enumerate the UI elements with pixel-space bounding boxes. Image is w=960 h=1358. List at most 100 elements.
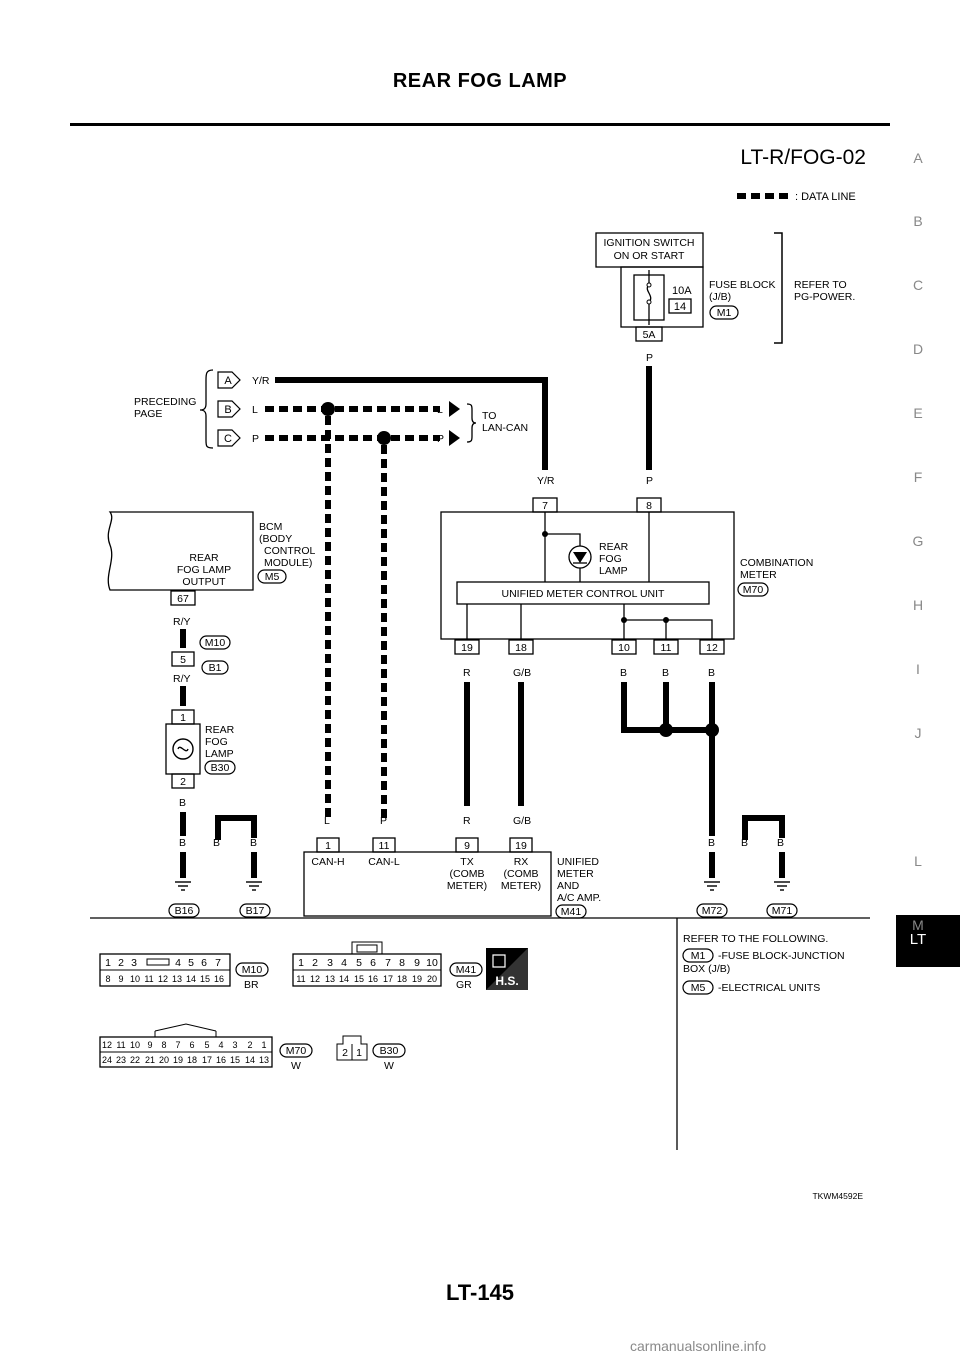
wire-color-yr-top: Y/R bbox=[252, 375, 270, 387]
connector-face-m41-badge[interactable] bbox=[449, 962, 483, 977]
ground-b16-badge[interactable] bbox=[168, 903, 200, 918]
sidebar-item-d[interactable]: D bbox=[912, 341, 924, 357]
bcm-label-2: (BODY bbox=[259, 533, 292, 545]
bcm-label-4: MODULE) bbox=[264, 557, 312, 569]
connector-b1-badge[interactable] bbox=[201, 660, 229, 675]
m70-pin-24: 24 bbox=[102, 1055, 112, 1065]
hs-terminal-side-badge: H.S. bbox=[486, 948, 528, 990]
wire-color-l-right: L bbox=[437, 404, 443, 416]
connector-m5-label: M5 bbox=[265, 571, 280, 583]
to-lan-label-1: TO bbox=[482, 410, 496, 422]
junction-l bbox=[321, 402, 335, 416]
refer-m1-text-2: BOX (J/B) bbox=[683, 963, 730, 975]
wire-color-b-g3: B bbox=[250, 837, 257, 849]
m10-pin-15: 15 bbox=[200, 974, 210, 984]
sidebar-item-a[interactable]: A bbox=[913, 150, 923, 166]
sidebar-active-tab[interactable] bbox=[896, 915, 960, 967]
terminal-m41-1: 1 bbox=[325, 840, 331, 852]
ground-b17-icon bbox=[246, 881, 262, 891]
fuse-number-box bbox=[668, 298, 692, 314]
m10-pin-2: 2 bbox=[118, 957, 124, 969]
m70-pin-2: 2 bbox=[247, 1040, 252, 1050]
wire-b-meter-ground-bus bbox=[621, 682, 712, 733]
ground-m71-badge[interactable] bbox=[766, 903, 798, 918]
terminal-m41-19: 19 bbox=[515, 840, 527, 852]
connector-b30-badge[interactable] bbox=[204, 760, 236, 775]
m10-pin-12: 12 bbox=[158, 974, 168, 984]
offpage-label-a: A bbox=[224, 375, 232, 387]
sidebar-item-h[interactable]: H bbox=[912, 597, 924, 613]
m41-pin-19: 19 bbox=[412, 974, 422, 984]
meter-lamp-label-1: REAR bbox=[599, 541, 629, 553]
m41-pin-6: 6 bbox=[370, 957, 376, 969]
connector-face-m70-badge[interactable] bbox=[279, 1043, 313, 1058]
offpage-arrow-c bbox=[217, 429, 241, 447]
m70-pin-17: 17 bbox=[202, 1055, 212, 1065]
sidebar-item-e[interactable]: E bbox=[913, 405, 923, 421]
connector-face-b30-badge[interactable] bbox=[372, 1043, 406, 1058]
connector-face-m10-badge[interactable] bbox=[235, 962, 269, 977]
junction-b-2 bbox=[705, 723, 719, 737]
unified-meter-ac-amp-box bbox=[303, 851, 552, 917]
sidebar-item-lt[interactable]: LT bbox=[909, 931, 927, 948]
bcm-label-1: BCM bbox=[259, 521, 282, 533]
connector-m70-badge[interactable] bbox=[737, 582, 769, 597]
terminal-5a-box bbox=[635, 326, 663, 342]
meter-lamp-label-3: LAMP bbox=[599, 565, 628, 577]
ground-m72-icon bbox=[704, 881, 720, 891]
refer-m5-badge[interactable] bbox=[682, 980, 714, 995]
bcm-box bbox=[107, 511, 254, 591]
connector-m10-label: M10 bbox=[205, 637, 226, 649]
connector-m10-badge[interactable] bbox=[199, 635, 231, 650]
sidebar-item-b[interactable]: B bbox=[913, 213, 923, 229]
rx-label-2: (COMB bbox=[504, 868, 539, 880]
offpage-arrow-a bbox=[217, 371, 241, 389]
terminal-m70-11: 11 bbox=[661, 642, 672, 654]
preceding-brace bbox=[199, 369, 214, 449]
m41-pin-8: 8 bbox=[399, 957, 405, 969]
page-title: REAR FOG LAMP bbox=[392, 70, 568, 92]
sidebar-item-m[interactable]: M bbox=[912, 917, 924, 933]
terminal-m70-10: 10 bbox=[618, 642, 630, 654]
connector-face-m70-color: W bbox=[291, 1060, 301, 1072]
wire-color-b-m10: B bbox=[620, 667, 627, 679]
hs-text: H.S. bbox=[495, 974, 518, 988]
sidebar-item-i[interactable]: I bbox=[916, 661, 920, 677]
refer-m1-text-1: -FUSE BLOCK-JUNCTION bbox=[718, 950, 845, 962]
refer-m1-badge[interactable] bbox=[682, 948, 714, 963]
wire-color-ry-bottom: R/Y bbox=[173, 673, 191, 685]
sidebar-item-l[interactable]: L bbox=[914, 853, 922, 869]
connector-m1-badge[interactable] bbox=[709, 305, 739, 320]
connector-m5-badge[interactable] bbox=[257, 569, 287, 584]
bcm-output-label-3: OUTPUT bbox=[182, 576, 226, 588]
m70-pin-19: 19 bbox=[173, 1055, 183, 1065]
bcm-label-3: CONTROL bbox=[264, 545, 315, 557]
header-rule bbox=[70, 123, 890, 126]
ground-b17-badge[interactable] bbox=[239, 903, 271, 918]
terminal-5a: 5A bbox=[643, 329, 656, 341]
watermark: carmanualsonline.info bbox=[630, 1338, 767, 1354]
sidebar-item-j[interactable]: J bbox=[914, 725, 922, 741]
wire-color-ry-top: R/Y bbox=[173, 616, 191, 628]
fuse-element-icon bbox=[646, 270, 652, 325]
m41-pin-17: 17 bbox=[383, 974, 393, 984]
m10-pin-16: 16 bbox=[214, 974, 224, 984]
m41-pin-9: 9 bbox=[414, 957, 420, 969]
rx-label-3: METER) bbox=[501, 880, 541, 892]
sidebar-item-g[interactable]: G bbox=[912, 533, 924, 549]
ground-b16-label: B16 bbox=[175, 905, 194, 917]
connector-face-m10-name: M10 bbox=[242, 964, 263, 976]
sidebar-item-c[interactable]: C bbox=[912, 277, 924, 293]
m10-pin-11: 11 bbox=[144, 974, 153, 984]
connector-b30-label: B30 bbox=[211, 762, 230, 774]
m70-pin-21: 21 bbox=[145, 1055, 155, 1065]
refer-list-title: REFER TO THE FOLLOWING. bbox=[683, 933, 828, 945]
terminal-m70-7: 7 bbox=[542, 500, 548, 512]
sidebar-item-f[interactable]: F bbox=[913, 469, 923, 485]
m41-pin-1: 1 bbox=[298, 957, 304, 969]
ground-m72-badge[interactable] bbox=[696, 903, 728, 918]
preceding-label-1: PRECEDING bbox=[134, 396, 196, 408]
m10-pin-10: 10 bbox=[130, 974, 140, 984]
unified-label-2: METER bbox=[557, 868, 594, 880]
